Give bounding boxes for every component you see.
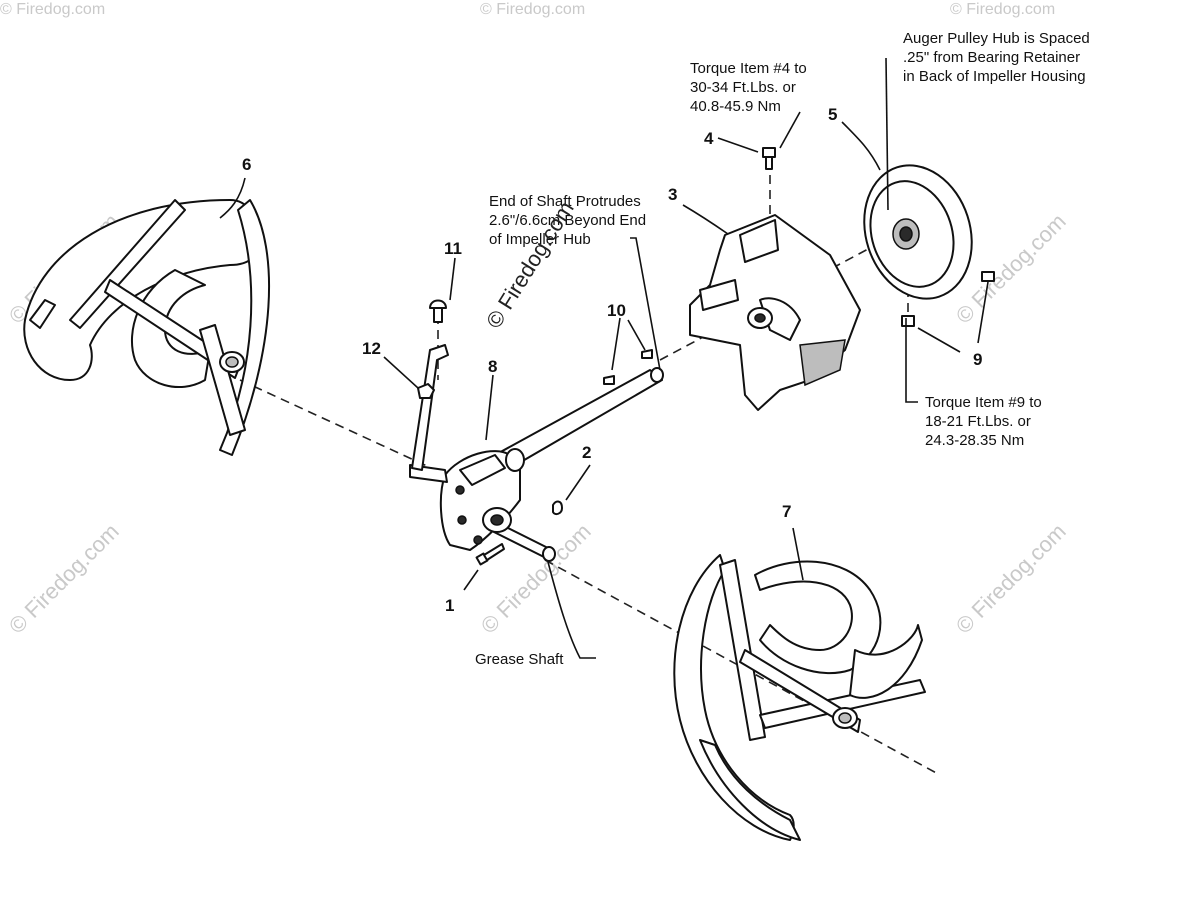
callout-line: 18-21 Ft.Lbs. or [925,413,1031,430]
gearbox-shaft [409,367,664,562]
leader-lines [219,57,989,659]
callout-line: of Impeller Hub [489,231,591,248]
bolt-9 [901,271,995,327]
callout-line: in Back of Impeller Housing [903,68,1086,85]
part-number-3: 3 [668,185,677,204]
hardware [417,147,995,566]
watermark-text: © Firedog.com [0,1,105,18]
callout-line: 24.3-28.35 Nm [925,432,1024,449]
auger-right [673,554,926,841]
watermark-text: © Firedog.com [951,519,1071,639]
assembly-axis [239,160,941,776]
part-number-6: 6 [242,155,251,174]
callout-grease-shaft: Grease Shaft [475,651,564,668]
callout-line: Torque Item #4 to [690,60,807,77]
part-number-1: 1 [445,596,454,615]
callout-shaft-end: End of Shaft Protrudes 2.6"/6.6cm Beyond… [489,193,646,248]
part-number-12: 12 [362,339,381,358]
bolt-4 [762,147,776,170]
impeller [689,214,861,411]
carriage-bolt-11 [429,299,447,323]
part-number-11: 11 [444,239,462,258]
callout-line: 2.6"/6.6cm Beyond End [489,212,646,229]
part-number-8: 8 [488,357,497,376]
key-10 [603,349,653,385]
part-number-2: 2 [582,443,591,462]
lock-nut-12 [417,383,435,399]
shift-lever [411,344,449,471]
callout-line: 40.8-45.9 Nm [690,98,781,115]
part-number-10: 10 [607,301,626,320]
callout-torque-4: Torque Item #4 to 30-34 Ft.Lbs. or 40.8-… [690,60,807,115]
callout-line: Torque Item #9 to [925,394,1042,411]
callout-pulley-hub: Auger Pulley Hub is Spaced .25" from Bea… [903,30,1090,85]
auger-left [23,199,271,456]
callout-line: 30-34 Ft.Lbs. or [690,79,796,96]
callout-torque-9: Torque Item #9 to 18-21 Ft.Lbs. or 24.3-… [925,394,1042,449]
auger-pulley [863,164,973,300]
watermark-text: © Firedog.com [950,1,1055,18]
grease-fitting-2 [552,500,563,516]
part-number-4: 4 [704,129,714,148]
watermark-text: © Firedog.com [4,519,124,639]
part-number-7: 7 [782,502,791,521]
bolt-1 [475,543,505,566]
callout-line: End of Shaft Protrudes [489,193,641,210]
part-number-labels: 1 2 3 4 5 6 7 8 9 10 11 12 [242,105,982,615]
watermark-text: © Firedog.com [480,1,585,18]
callout-line: Auger Pulley Hub is Spaced [903,30,1090,47]
part-number-9: 9 [973,350,982,369]
part-number-5: 5 [828,105,837,124]
callout-line: .25" from Bearing Retainer [903,49,1080,66]
